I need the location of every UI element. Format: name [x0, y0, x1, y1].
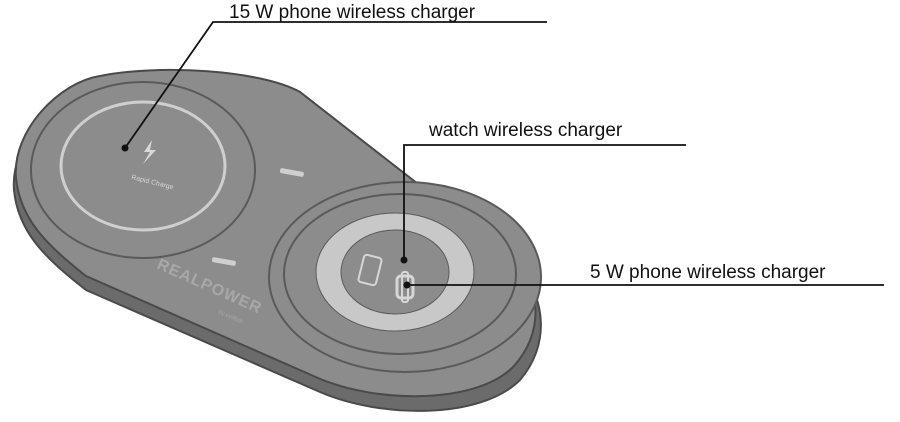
pad-combo [268, 181, 542, 373]
indicator-light-bottom [211, 257, 236, 266]
lightning-icon [143, 140, 156, 164]
pad-15w: Rapid Charge [30, 81, 256, 259]
callout-5w [403, 281, 884, 289]
callout-15w [121, 21, 547, 152]
phone-icon [357, 253, 383, 287]
label-5w-charger: 5 W phone wireless charger [590, 262, 826, 283]
callout-watch [400, 144, 686, 264]
label-15w-charger: 15 W phone wireless charger [229, 2, 476, 23]
label-watch-charger: watch wireless charger [429, 120, 623, 141]
indicator-light-top [279, 168, 304, 177]
